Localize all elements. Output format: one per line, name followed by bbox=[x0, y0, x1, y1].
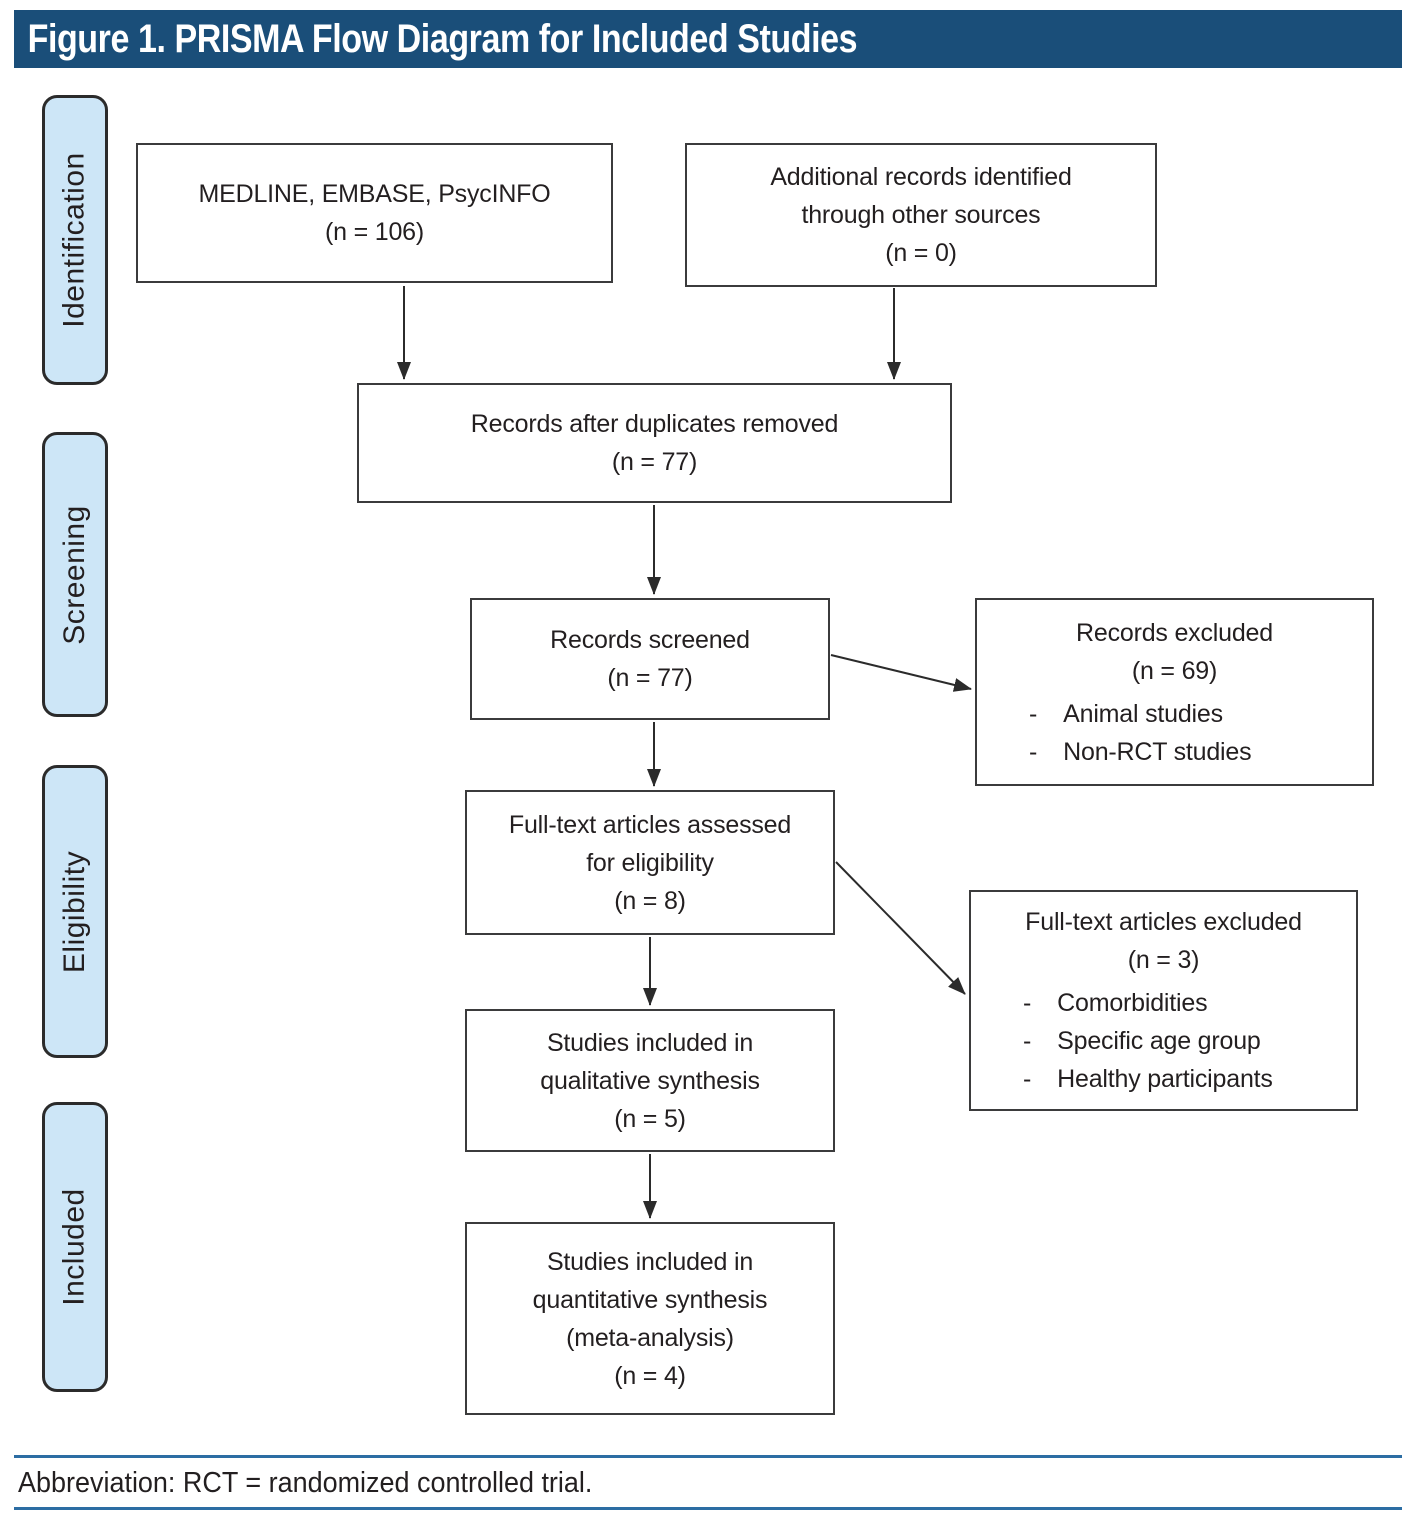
stage-label-eligibility: Eligibility bbox=[42, 765, 108, 1058]
arrow-screened-to-records-excluded bbox=[830, 654, 972, 692]
stage-label-text: Screening bbox=[58, 504, 91, 645]
box-text-line: (meta-analysis) bbox=[566, 1323, 734, 1352]
abbreviation-note: Abbreviation: RCT = randomized controlle… bbox=[18, 1467, 593, 1499]
box-text-line: through other sources bbox=[801, 201, 1041, 229]
box-text-line: Full-text articles excluded bbox=[1025, 908, 1302, 936]
exclusion-reason-text: Healthy participants bbox=[1057, 1065, 1273, 1093]
figure-title: Figure 1. PRISMA Flow Diagram for Includ… bbox=[27, 16, 858, 61]
box-count: (n = 106) bbox=[325, 218, 424, 246]
flow-box-additional-records: Additional records identified through ot… bbox=[685, 143, 1157, 287]
box-count: (n = 0) bbox=[885, 239, 957, 267]
box-count: (n = 3) bbox=[1127, 946, 1200, 974]
footer-rule-top bbox=[14, 1455, 1402, 1458]
exclusion-reason-text: Animal studies bbox=[1063, 699, 1223, 728]
box-count: (n = 8) bbox=[614, 886, 686, 915]
figure-title-bar: Figure 1. PRISMA Flow Diagram for Includ… bbox=[14, 10, 1402, 68]
box-count: (n = 5) bbox=[614, 1104, 686, 1133]
box-text-line: Full-text articles assessed bbox=[508, 810, 792, 839]
box-text-line: Additional records identified bbox=[770, 163, 1072, 191]
flow-box-screened: Records screened (n = 77) bbox=[470, 598, 830, 720]
stage-label-text: Identification bbox=[58, 152, 92, 328]
flow-box-sources: MEDLINE, EMBASE, PsycINFO (n = 106) bbox=[136, 143, 613, 283]
exclusion-reason-text: Comorbidities bbox=[1057, 989, 1208, 1017]
exclusion-reason-item: - Specific age group bbox=[1023, 1022, 1356, 1060]
exclusion-reason-item: - Comorbidities bbox=[1023, 984, 1356, 1022]
exclusion-reason-item: - Non-RCT studies bbox=[1029, 733, 1372, 771]
box-text-line: Studies included in bbox=[546, 1247, 754, 1276]
box-text-line: Records excluded bbox=[1076, 618, 1273, 647]
flow-box-qualitative: Studies included in qualitative synthesi… bbox=[465, 1009, 835, 1152]
stage-label-included: Included bbox=[42, 1102, 108, 1392]
box-text-line: Studies included in bbox=[546, 1028, 754, 1057]
box-text-line: Records screened bbox=[550, 626, 750, 654]
arrow-fulltext-assessed-to-fulltext-excluded bbox=[835, 861, 966, 995]
box-count: (n = 69) bbox=[1131, 656, 1218, 685]
stage-label-text: Eligibility bbox=[58, 850, 91, 973]
box-text-line: MEDLINE, EMBASE, PsycINFO bbox=[198, 180, 551, 208]
exclusion-reasons: - Animal studies - Non-RCT studies bbox=[977, 695, 1372, 771]
flow-box-records-excluded: Records excluded (n = 69) - Animal studi… bbox=[975, 598, 1374, 786]
footer-rule-bottom bbox=[14, 1507, 1402, 1510]
exclusion-reason-text: Non-RCT studies bbox=[1063, 737, 1252, 766]
bullet-dash: - bbox=[1029, 737, 1038, 766]
box-count: (n = 77) bbox=[611, 448, 698, 476]
flow-box-deduplicated: Records after duplicates removed (n = 77… bbox=[357, 383, 952, 503]
exclusion-reason-text: Specific age group bbox=[1057, 1027, 1261, 1055]
box-text-line: Records after duplicates removed bbox=[470, 410, 839, 438]
exclusion-reasons: - Comorbidities - Specific age group - H… bbox=[971, 984, 1356, 1098]
stage-label-identification: Identification bbox=[42, 95, 108, 385]
box-text-line: quantitative synthesis bbox=[532, 1285, 768, 1314]
flow-box-quantitative: Studies included in quantitative synthes… bbox=[465, 1222, 835, 1415]
bullet-dash: - bbox=[1023, 989, 1032, 1017]
stage-label-screening: Screening bbox=[42, 432, 108, 717]
exclusion-reason-item: - Healthy participants bbox=[1023, 1060, 1356, 1098]
box-count: (n = 77) bbox=[607, 664, 693, 692]
box-text-line: qualitative synthesis bbox=[540, 1066, 760, 1095]
flow-box-fulltext-excluded: Full-text articles excluded (n = 3) - Co… bbox=[969, 890, 1358, 1111]
bullet-dash: - bbox=[1029, 699, 1038, 728]
bullet-dash: - bbox=[1023, 1065, 1032, 1093]
box-text-line: for eligibility bbox=[586, 848, 714, 877]
bullet-dash: - bbox=[1023, 1027, 1032, 1055]
box-count: (n = 4) bbox=[614, 1361, 686, 1390]
stage-label-text: Included bbox=[58, 1188, 91, 1306]
flow-box-fulltext-assessed: Full-text articles assessed for eligibil… bbox=[465, 790, 835, 935]
exclusion-reason-item: - Animal studies bbox=[1029, 695, 1372, 733]
